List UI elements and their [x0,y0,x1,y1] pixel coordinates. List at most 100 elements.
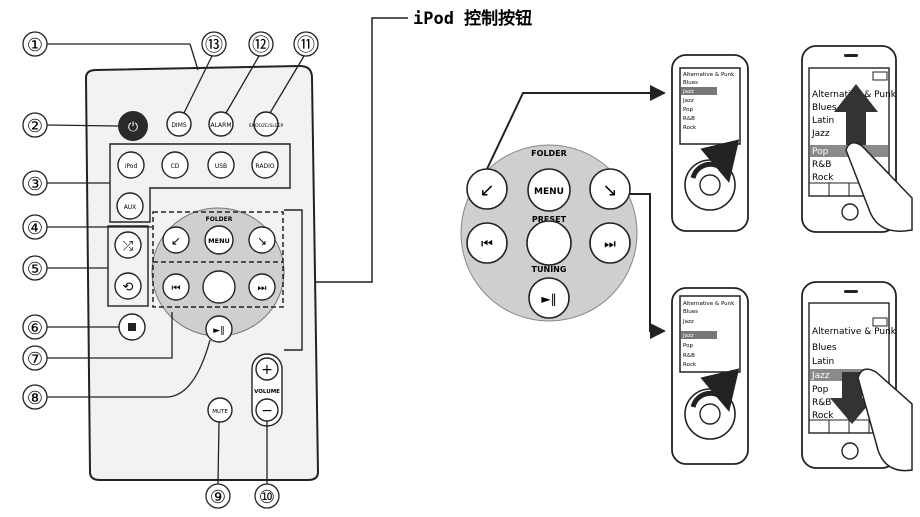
zoom-prev-button[interactable]: ⏮ [466,222,508,264]
ipod-top-item-2: Blues [683,80,698,86]
iphone-top-item-2: Blues [812,103,837,113]
arrow-down-right-icon: ↘ [257,234,267,248]
swipe-up-arrow-icon [834,84,878,145]
svg-text:⑧: ⑧ [27,388,43,409]
svg-text:MUTE: MUTE [212,409,228,415]
repeat-button[interactable]: ⟲ [114,272,142,300]
callout-7-leader [47,312,173,359]
ipod-bottom-item-5: Pop [683,343,693,349]
iphone-bottom-item-6: R&B [812,398,831,408]
cd-source-button[interactable]: CD [161,151,189,179]
svg-text:TUNING: TUNING [532,265,567,274]
source-button-group [109,143,291,223]
prev-track-button[interactable]: ⏮ [162,273,190,301]
zoom-next-icon: ⏭ [604,237,616,252]
arrow-to-bottom-ipod [630,193,666,339]
svg-text:FOLDER: FOLDER [531,149,567,158]
callout-12 [248,31,274,57]
iphone-top-item-3: Latin [812,116,834,126]
aux-source-button[interactable]: AUX [116,192,144,220]
alarm-button[interactable]: ALARM [208,111,234,137]
folder-down-right-button[interactable]: ↘ [248,226,276,254]
svg-text:iPod: iPod [125,163,138,170]
ipod-bottom-item-6: R&B [683,353,695,359]
svg-text:CD: CD [171,163,180,170]
svg-text:①: ① [27,35,43,56]
prev-track-icon: ⏮ [172,283,181,294]
zoom-arrow-up-left-icon: ↙ [479,180,494,201]
play-pause-icon: ►‖ [213,326,224,336]
ipod-top: Alternative & Punk Blues Jazz Jazz Pop R… [671,54,749,232]
iphone-bottom-home-button [841,442,859,460]
svg-text:⑫: ⑫ [252,35,270,56]
svg-text:USB: USB [215,163,227,170]
zoom-menu-button[interactable]: MENU [527,168,571,212]
play-pause-button[interactable]: ►‖ [205,315,233,343]
ipod-bottom-item-1: Alternative & Punk [683,301,735,307]
callout-8-leader [47,339,211,398]
zoom-folder-up-button[interactable]: ↙ [466,168,508,210]
shuffle-button[interactable]: ⤮ [114,231,142,259]
svg-text:MENU: MENU [534,187,564,197]
mute-button[interactable]: MUTE [207,397,233,423]
stop-icon [128,323,136,331]
svg-text:−: − [261,403,273,419]
iphone-top-home-button [841,203,859,221]
zoom-arrow-down-right-icon: ↘ [602,180,617,201]
ipod-bottom: Alternative & Punk Blues Jazz Jazz Pop R… [671,287,749,465]
iphone-top-item-5: Pop [812,147,829,157]
ipod-top-item-7: Rock [683,125,697,131]
zoom-prev-icon: ⏮ [481,237,493,252]
nav-group-bracket [284,209,303,351]
usb-source-button[interactable]: USB [207,151,235,179]
iphone-bottom-item-3: Latin [812,357,834,367]
menu-button[interactable]: MENU [204,225,234,255]
svg-text:⑤: ⑤ [27,259,43,280]
folder-label: FOLDER [206,216,233,223]
power-icon: ⏻ [128,120,138,135]
remote-control: ⏻ DIMS ALARM SNOOZE/SLEEP iPod CD USB [84,64,320,481]
ipod-bottom-rotate-icon [690,368,740,412]
next-track-icon: ⏭ [258,283,267,294]
zoom-folder-down-button[interactable]: ↘ [589,168,631,210]
callout-markers: ① ② ③ ④ ⑤ ⑥ ⑦ ⑧ ⑨ ⑩ [22,31,319,509]
volume-up-button[interactable]: + [255,357,279,381]
iphone-top-item-4: Jazz [811,129,830,139]
ipod-top-rotate-icon [690,139,740,183]
radio-source-button[interactable]: RADIO [251,151,279,179]
callout-13 [201,31,227,57]
ipod-top-item-1: Alternative & Punk [683,72,735,78]
volume-label: VOLUME [254,389,280,395]
iphone-bottom-item-1: Alternative & Punk [812,327,897,337]
svg-text:⑦: ⑦ [27,349,43,370]
zoom-play-pause-button[interactable]: ►‖ [528,277,570,319]
svg-text:②: ② [27,116,43,137]
stop-button[interactable] [118,313,146,341]
arrow-up-left-icon: ↙ [171,234,181,248]
volume-down-button[interactable]: − [255,398,279,422]
next-track-button[interactable]: ⏭ [248,273,276,301]
svg-text:⑬: ⑬ [205,35,223,56]
iphone-bottom-item-5: Pop [812,385,829,395]
ipod-top-item-4: Jazz [682,98,694,104]
shuffle-icon: ⤮ [123,239,134,254]
callout-11 [293,31,319,57]
ipod-top-item-6: R&B [683,116,695,122]
svg-text:⑨: ⑨ [210,487,226,508]
dims-button[interactable]: DIMS [166,111,192,137]
enter-button[interactable] [202,270,236,304]
svg-text:RADIO: RADIO [255,163,274,170]
folder-up-left-button[interactable]: ↙ [162,226,190,254]
ipod-top-item-5: Pop [683,107,693,113]
ipod-source-button[interactable]: iPod [117,151,145,179]
diagram-title: iPod 控制按钮 [413,8,532,29]
zoom-next-button[interactable]: ⏭ [589,222,631,264]
svg-text:③: ③ [27,174,43,195]
zoom-enter-button[interactable] [526,220,572,266]
snooze-sleep-button[interactable]: SNOOZE/SLEEP [249,111,284,137]
finger-swipe-up-icon [845,142,913,232]
power-button[interactable] [118,111,148,141]
iphone-bottom: Alternative & Punk Blues Latin Jazz Pop … [801,281,913,472]
callout-9-leader [217,421,220,485]
iphone-top-item-7: Rock [812,173,834,183]
